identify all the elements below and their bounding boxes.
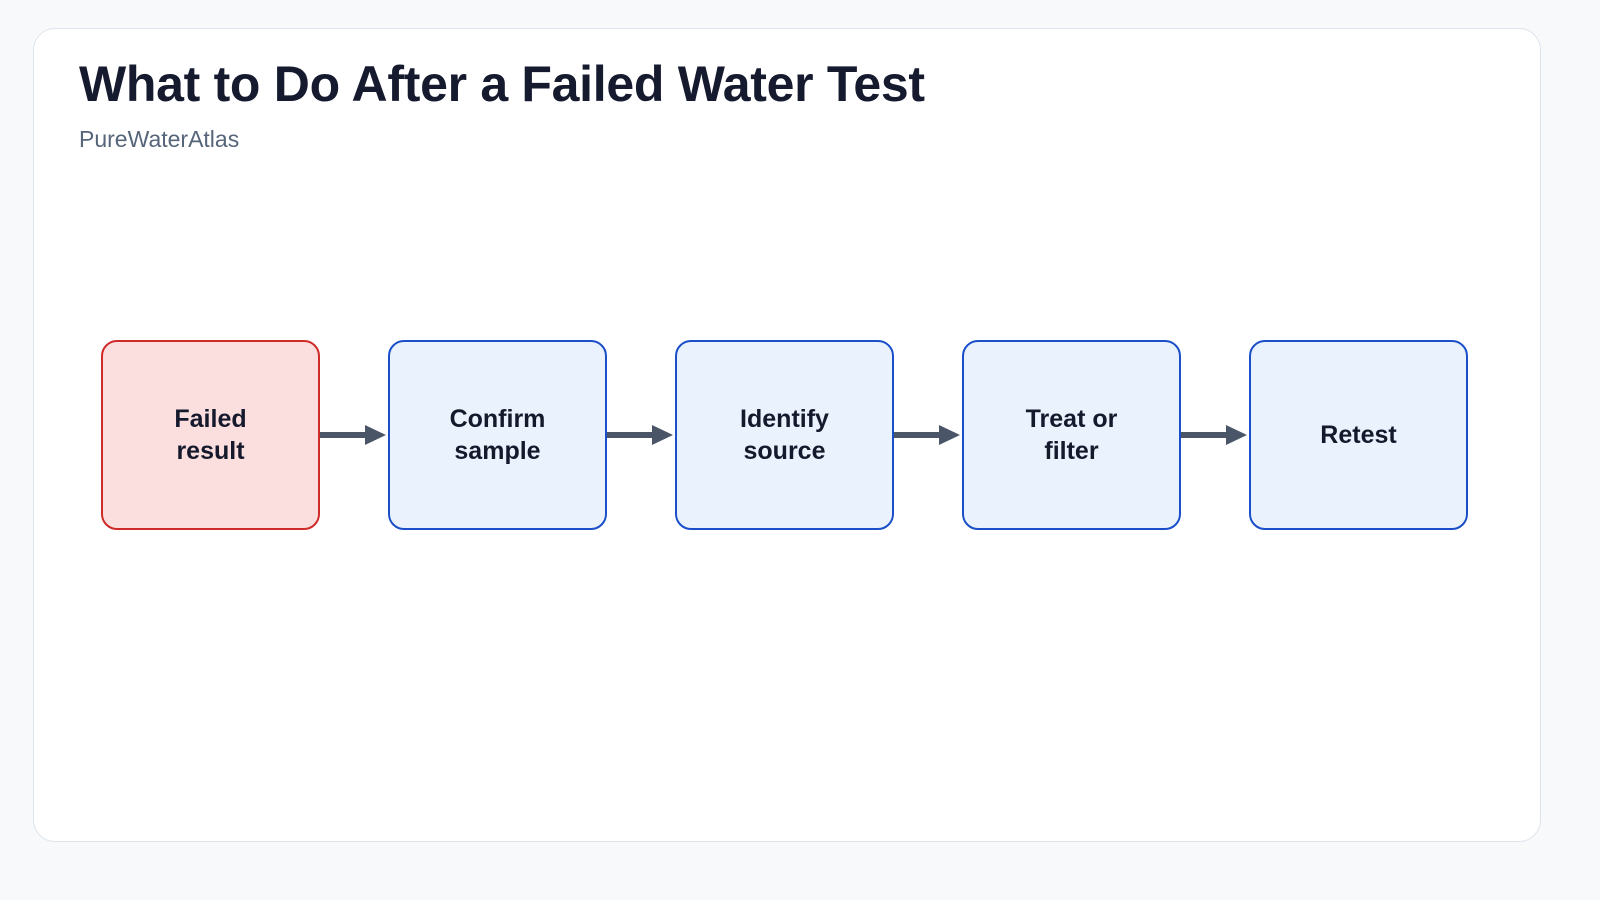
- flow-node-label: Retest: [1320, 421, 1397, 449]
- header: What to Do After a Failed Water Test Pur…: [79, 57, 925, 153]
- flow-node-label: Identify source: [740, 405, 829, 465]
- page-subtitle: PureWaterAtlas: [79, 126, 240, 152]
- arrow-right-icon: [894, 425, 960, 445]
- flow-node-label: Failed result: [174, 405, 247, 465]
- arrow-right-icon: [607, 425, 673, 445]
- flow-node-treat-or-filter[interactable]: Treat or filter: [962, 340, 1181, 530]
- arrow-right-icon: [1181, 425, 1247, 445]
- flow-node-confirm-sample[interactable]: Confirm sample: [388, 340, 607, 530]
- page-title: What to Do After a Failed Water Test: [79, 56, 925, 112]
- flow-node-retest[interactable]: Retest: [1249, 340, 1468, 530]
- diagram-card: What to Do After a Failed Water Test Pur…: [33, 28, 1541, 842]
- flow-edge-2: [607, 422, 675, 448]
- flow-edge-1: [320, 422, 388, 448]
- flow-edge-4: [1181, 422, 1249, 448]
- flow-edge-3: [894, 422, 962, 448]
- flowchart-row: Failed result Confirm sample: [101, 340, 1468, 530]
- flow-node-label: Confirm sample: [449, 405, 546, 465]
- arrow-right-icon: [320, 425, 386, 445]
- flow-node-failed-result[interactable]: Failed result: [101, 340, 320, 530]
- flowchart: Failed result Confirm sample: [34, 29, 1542, 843]
- flow-node-identify-source[interactable]: Identify source: [675, 340, 894, 530]
- flow-node-label: Treat or filter: [1025, 405, 1118, 465]
